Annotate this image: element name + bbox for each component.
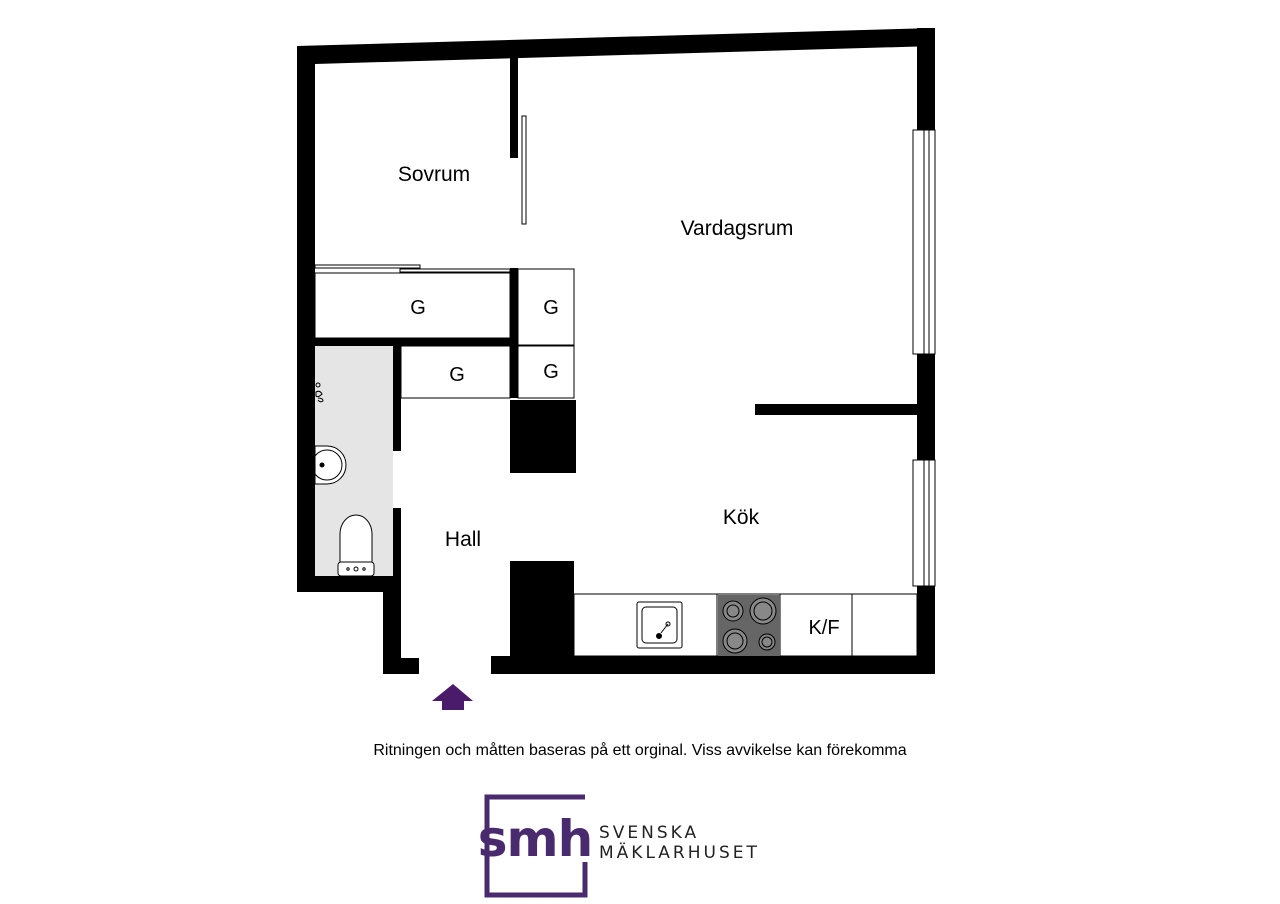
room-label-sovrum: Sovrum bbox=[398, 163, 470, 186]
room-label-vardagsrum: Vardagsrum bbox=[681, 217, 794, 240]
storage-label-4: G bbox=[449, 364, 465, 386]
interior-walls bbox=[315, 56, 918, 658]
shower-icon bbox=[315, 382, 324, 403]
brand-line-2: MÄKLARHUSET bbox=[599, 842, 760, 863]
outer-walls bbox=[297, 28, 935, 674]
storage-label-3: G bbox=[543, 361, 559, 383]
brand-line-1: SVENSKA bbox=[599, 823, 699, 843]
room-label-kok: Kök bbox=[723, 506, 760, 529]
storage-units bbox=[314, 268, 575, 399]
storage-label-1: G bbox=[410, 297, 426, 319]
window-kok bbox=[912, 459, 936, 587]
logo-monogram: smh bbox=[478, 810, 592, 868]
room-label-hall: Hall bbox=[445, 528, 481, 551]
brand-logo: smh SVENSKA MÄKLARHUSET bbox=[478, 794, 760, 898]
sliding-door-wardrobe bbox=[314, 264, 511, 273]
sliding-door-sovrum bbox=[521, 115, 527, 225]
disclaimer-text: Ritningen och måtten baseras på ett orgi… bbox=[373, 742, 907, 759]
logo-frame bbox=[484, 794, 588, 898]
stove-icon bbox=[718, 595, 780, 656]
washbasin-icon bbox=[311, 445, 347, 485]
storage-label-2: G bbox=[543, 297, 559, 319]
fridge-freezer-label: K/F bbox=[808, 617, 839, 639]
entrance-arrow-icon bbox=[432, 684, 473, 710]
toilet-icon bbox=[337, 514, 375, 577]
sink-icon bbox=[636, 601, 683, 649]
window-vardagsrum bbox=[912, 129, 936, 355]
